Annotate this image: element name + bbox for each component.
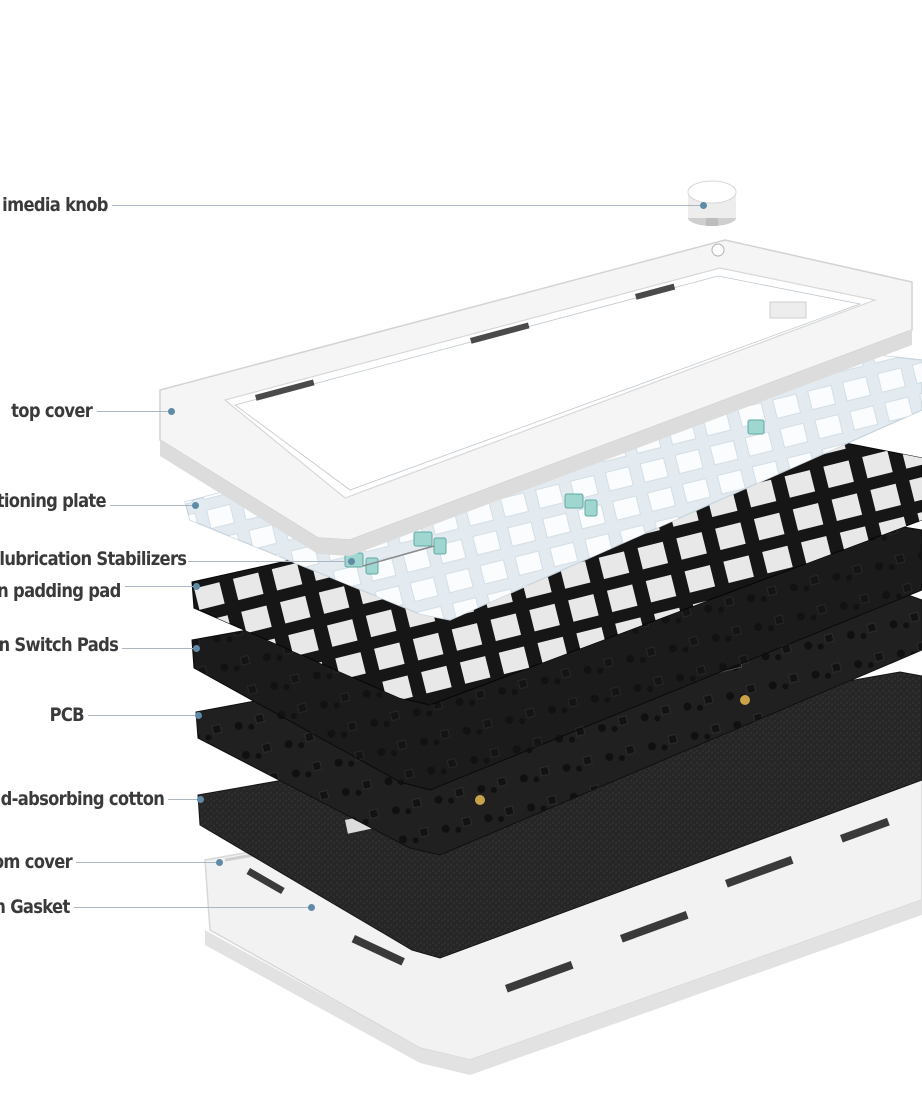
leader-dot-multimedia-knob — [700, 202, 707, 209]
callout-label-padding-pad: n padding pad — [0, 580, 122, 602]
callout-multimedia-knob: imedia knob — [0, 190, 108, 220]
leader-dot-bottom-cover — [216, 859, 223, 866]
callout-label-switch-pads: n Switch Pads — [0, 634, 119, 656]
callout-stabilizers: lubrication Stabilizers — [0, 544, 187, 574]
callout-top-cover: top cover — [0, 396, 93, 426]
leader-line-positioning-plate — [110, 505, 194, 506]
leader-line-top-cover — [97, 411, 170, 412]
leader-line-sound-cotton — [168, 799, 199, 800]
callout-label-bottom-cover: om cover — [0, 851, 73, 873]
leader-line-gasket — [74, 907, 310, 908]
leader-dot-switch-pads — [193, 645, 200, 652]
callout-positioning-plate: tioning plate — [0, 486, 107, 516]
callout-gasket: n Gasket — [0, 892, 71, 922]
leader-line-padding-pad — [125, 586, 195, 587]
leader-dot-sound-cotton — [197, 796, 204, 803]
leader-line-switch-pads — [122, 648, 194, 649]
callout-label-gasket: n Gasket — [0, 896, 71, 918]
multimedia-knob-shape — [687, 180, 737, 226]
callout-padding-pad: n padding pad — [0, 576, 122, 606]
leader-dot-padding-pad — [193, 583, 200, 590]
leader-line-multimedia-knob — [112, 205, 700, 206]
callout-label-pcb: PCB — [49, 704, 85, 726]
callout-switch-pads: n Switch Pads — [0, 630, 119, 660]
callout-bottom-cover: om cover — [0, 847, 73, 877]
leader-line-stabilizers — [188, 561, 350, 562]
callout-sound-cotton: ad-absorbing cotton — [0, 784, 165, 814]
leader-dot-top-cover — [168, 408, 175, 415]
callout-label-multimedia-knob: imedia knob — [2, 194, 108, 216]
leader-dot-pcb — [195, 712, 202, 719]
leader-dot-stabilizers — [348, 558, 355, 565]
sound-cotton-shape — [197, 671, 922, 959]
leader-dot-gasket — [308, 904, 315, 911]
callout-pcb: PCB — [0, 700, 85, 730]
top-cover-shape — [159, 239, 913, 556]
leader-dot-positioning-plate — [192, 502, 199, 509]
callout-label-stabilizers: lubrication Stabilizers — [0, 548, 187, 570]
leader-line-pcb — [88, 715, 196, 716]
callout-label-sound-cotton: ad-absorbing cotton — [0, 788, 165, 810]
callout-label-top-cover: top cover — [11, 400, 93, 422]
leader-line-bottom-cover — [76, 862, 218, 863]
callout-label-positioning-plate: tioning plate — [0, 490, 107, 512]
